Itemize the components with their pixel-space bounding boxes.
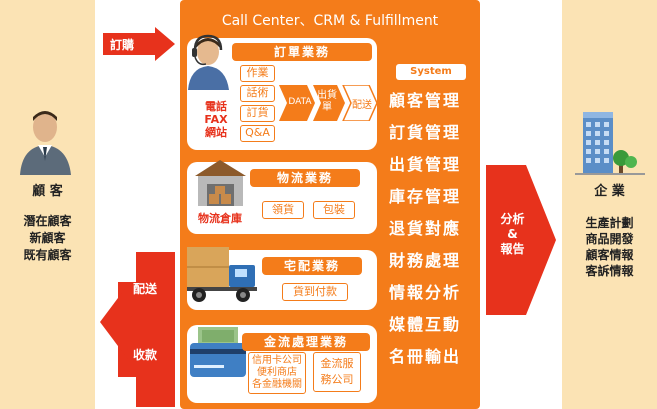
order-channel: 網站 <box>205 126 227 139</box>
delivery-task-box: 貨到付款 <box>282 283 348 301</box>
customer-type: 潛在顧客 <box>23 214 72 228</box>
order-channel: 電話 <box>205 100 227 113</box>
analysis-label-line: 報告 <box>500 242 525 256</box>
order-deliver-label: 配送 <box>352 100 372 111</box>
deliver-arrow-head <box>100 282 130 362</box>
order-channel: FAX <box>204 113 228 126</box>
customer-label: 顧 客 <box>32 184 63 199</box>
customer-types: 潛在顧客 新顧客 既有顧客 <box>0 213 95 264</box>
order-arrow-label: 訂購 <box>110 38 135 52</box>
system-item: 退貨對應 <box>389 219 462 238</box>
customer-person-icon <box>20 111 71 175</box>
center-title: Call Center、CRM & Fulfillment <box>221 13 439 29</box>
finance-source: 便利商店 <box>257 367 297 378</box>
deliver-label: 配送 <box>133 282 158 296</box>
finance-service-box: 金流服務公司 <box>313 352 361 392</box>
analysis-label: 分析 & 報告 <box>490 212 535 257</box>
system-item: 財務處理 <box>389 251 462 270</box>
system-item: 顧客管理 <box>389 91 462 110</box>
analysis-label-line: 分析 <box>500 212 525 226</box>
customer-type: 新顧客 <box>29 231 66 245</box>
system-item: 庫存管理 <box>389 187 462 206</box>
order-task-box: Q&A <box>240 125 275 142</box>
system-label: System <box>396 64 466 80</box>
ship-label: 出貨單 <box>317 90 337 113</box>
enterprise-panel <box>562 0 657 409</box>
order-task-box: 話術 <box>240 85 275 102</box>
logistics-section-title: 物流業務 <box>250 169 360 187</box>
enterprise-item: 客訴情報 <box>585 264 634 278</box>
enterprise-label: 企 業 <box>594 184 625 199</box>
order-task-box: 訂貨 <box>240 105 275 122</box>
system-item: 情報分析 <box>389 283 462 302</box>
operator-headset-icon <box>188 34 229 90</box>
finance-section-title: 金流處理業務 <box>242 333 370 351</box>
system-item: 出貨管理 <box>389 155 462 174</box>
logistics-task-box: 包裝 <box>313 201 355 219</box>
system-item: 訂貨管理 <box>389 123 462 142</box>
delivery-truck-icon <box>187 247 257 302</box>
finance-sources-box: 信用卡公司 便利商店 各金融機關 <box>248 352 306 394</box>
customer-panel <box>0 0 95 409</box>
enterprise-items: 生產計劃 商品開發 顧客情報 客訴情報 <box>562 215 657 279</box>
system-item: 媒體互動 <box>389 315 462 334</box>
collect-label: 收款 <box>133 348 158 362</box>
order-channels: 電話 FAX 網站 <box>198 100 234 139</box>
analysis-label-line: & <box>507 227 518 241</box>
system-item: 名冊輸出 <box>389 347 462 366</box>
enterprise-item: 商品開發 <box>585 232 634 246</box>
finance-source: 信用卡公司 <box>252 355 302 366</box>
order-task-box: 作業 <box>240 65 275 82</box>
analysis-arrow <box>486 165 556 315</box>
building-icon <box>575 112 645 175</box>
bank-card-money-icon <box>190 327 246 377</box>
warehouse-icon <box>195 160 246 206</box>
logistics-task-box: 領貨 <box>262 201 304 219</box>
data-flow-arrow <box>279 85 378 121</box>
data-label: DATA <box>288 97 312 107</box>
delivery-section-title: 宅配業務 <box>262 257 362 275</box>
warehouse-label: 物流倉庫 <box>198 212 242 225</box>
enterprise-item: 生產計劃 <box>585 216 634 230</box>
order-section-title: 訂單業務 <box>232 43 372 61</box>
customer-type: 既有顧客 <box>23 248 72 262</box>
system-list: 顧客管理 訂貨管理 出貨管理 庫存管理 退貨對應 財務處理 情報分析 媒體互動 … <box>389 85 477 373</box>
order-arrow <box>103 27 175 61</box>
finance-source: 各金融機關 <box>252 379 302 390</box>
enterprise-item: 顧客情報 <box>585 248 634 262</box>
